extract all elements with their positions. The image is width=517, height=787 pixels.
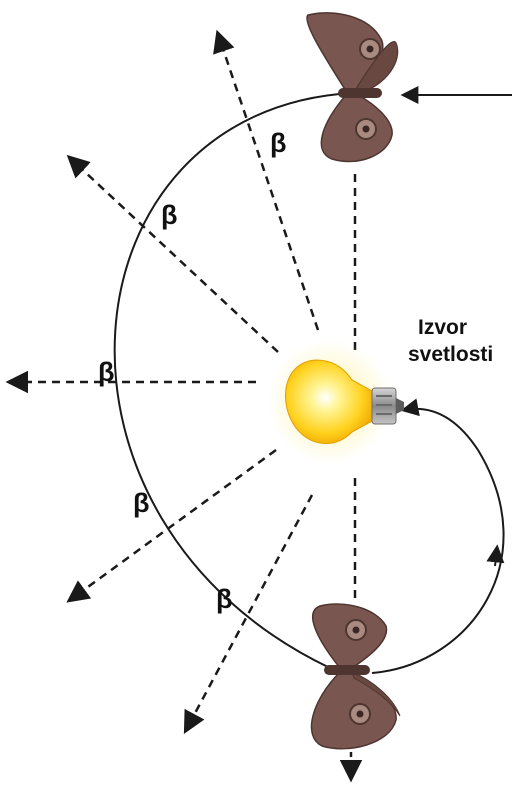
moth-icon xyxy=(306,12,399,163)
radial-arrow-4 xyxy=(66,448,277,603)
angle-label: β xyxy=(270,128,286,158)
return-path-arrow xyxy=(486,544,505,567)
light-bulb-icon xyxy=(268,340,404,464)
light-source-label-line2: svetlosti xyxy=(408,343,493,366)
moth-icon xyxy=(310,603,401,750)
radial-arrow-1 xyxy=(213,29,320,331)
flight-path-arc xyxy=(113,92,353,669)
radial-arrow-2 xyxy=(66,154,279,353)
radial-arrow-5 xyxy=(183,494,314,734)
angle-label: β xyxy=(98,357,114,387)
angle-label: β xyxy=(133,488,149,518)
radial-lines xyxy=(5,29,357,734)
light-source-label-line1: Izvor xyxy=(418,316,467,339)
angle-label: β xyxy=(216,584,232,614)
return-path xyxy=(371,398,505,674)
angle-label: β xyxy=(161,200,177,230)
